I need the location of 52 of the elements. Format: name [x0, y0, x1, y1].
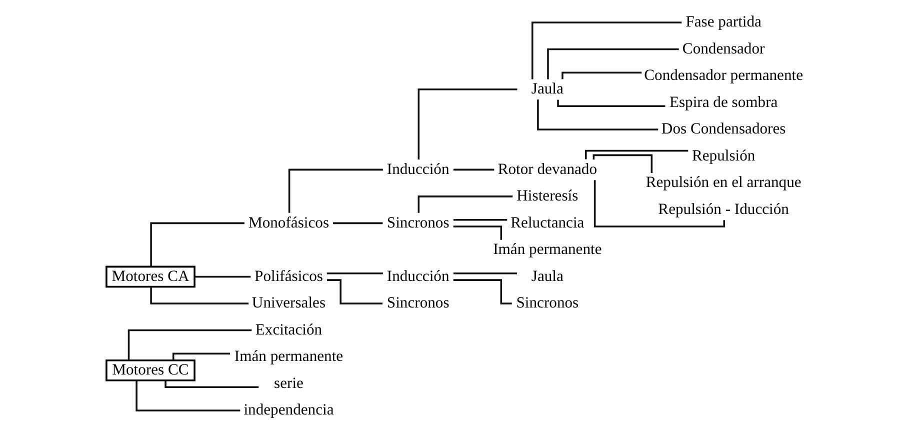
connector	[288, 168, 383, 213]
node-text: Inducción	[386, 268, 450, 285]
node-text: Sincronos	[516, 294, 579, 312]
connector	[128, 329, 252, 360]
connector	[326, 279, 383, 304]
node-text: Fase partida	[686, 14, 762, 31]
connector	[136, 380, 240, 412]
connector	[592, 154, 653, 173]
node-text: Reluctancia	[510, 214, 584, 232]
node-text: Histeresís	[516, 188, 578, 205]
node-box: Motores CA	[106, 266, 196, 288]
connector	[537, 100, 658, 130]
node-text: Polifásicos	[254, 268, 323, 285]
node-text: Condensador permanente	[644, 67, 804, 84]
node-text: Repulsión - Iducción	[658, 200, 789, 218]
connector	[562, 72, 642, 80]
node-text: Condensador	[682, 40, 765, 58]
connector	[585, 150, 688, 160]
connector	[531, 22, 682, 80]
node-text: Repulsión	[692, 147, 756, 164]
connector	[453, 272, 517, 274]
connector	[557, 100, 666, 108]
node-text: Espira de sombra	[669, 94, 778, 111]
node-text: Jaula	[531, 80, 564, 98]
connector	[164, 380, 259, 388]
node-text: Imán permanente	[493, 241, 602, 258]
connector	[547, 48, 679, 80]
node-text: Dos Condensadores	[661, 120, 786, 138]
connector	[453, 218, 508, 221]
connector	[418, 196, 513, 213]
node-text: Sincronos	[386, 294, 450, 312]
node-text: Excitación	[255, 321, 322, 338]
connector	[332, 222, 383, 224]
node-text: independencia	[244, 402, 334, 419]
connector	[418, 88, 518, 160]
connector	[453, 226, 502, 240]
node-text: Monofásicos	[248, 214, 330, 232]
connector	[194, 276, 251, 278]
node-text: Inducción	[386, 160, 450, 178]
node-text: Jaula	[531, 268, 564, 285]
node-text: Repulsión en el arranque	[646, 174, 802, 192]
node-text: Rotor devanado	[498, 160, 598, 178]
node-text: Sincronos	[386, 214, 450, 232]
connector	[150, 222, 244, 266]
node-box: Motores CC	[106, 359, 196, 382]
connector	[326, 272, 383, 274]
connector	[172, 352, 230, 360]
node-text: Universales	[252, 294, 326, 312]
connector	[150, 286, 249, 304]
node-text: serie	[274, 374, 304, 392]
node-text: Imán permanente	[234, 348, 344, 366]
connector	[453, 168, 494, 171]
